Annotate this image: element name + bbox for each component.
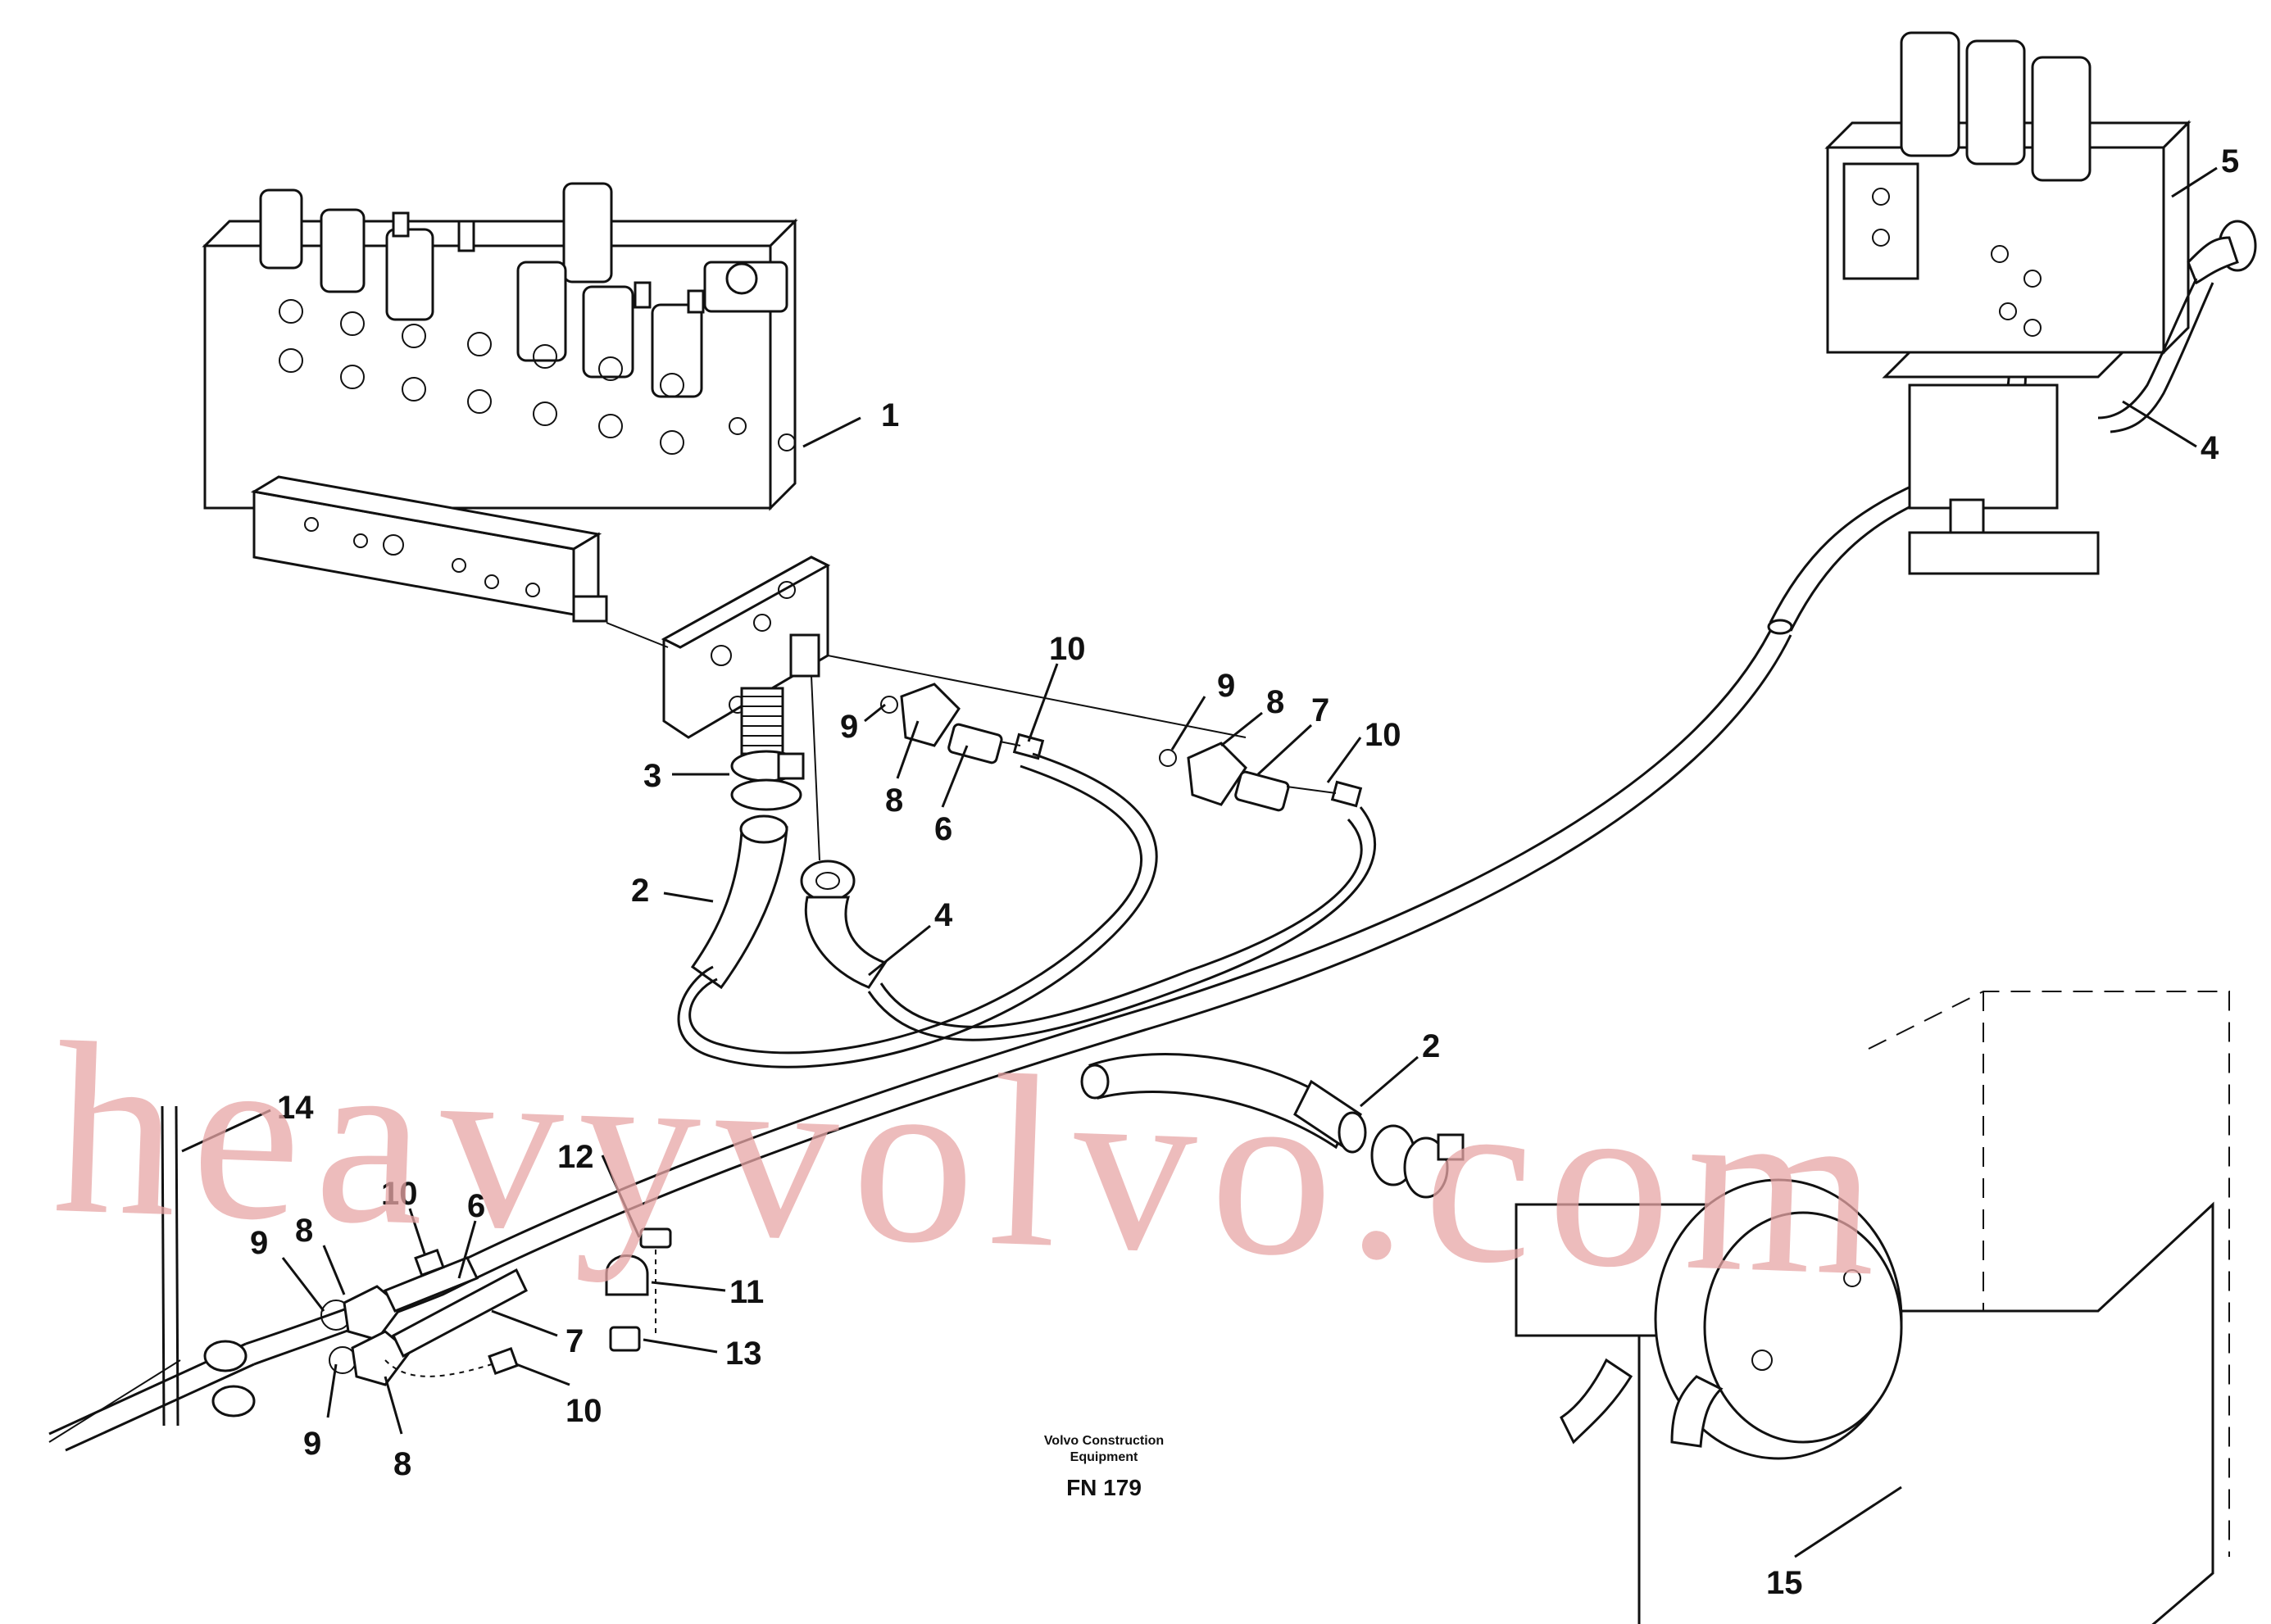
callout-label: 14	[277, 1090, 314, 1126]
callout-label: 9	[1217, 668, 1235, 704]
hose-clamp-upper	[730, 750, 805, 811]
callout-10-b: 10	[1326, 717, 1401, 783]
callout-6-lower: 6	[457, 1188, 485, 1279]
callout-13: 13	[643, 1336, 762, 1372]
callout-8-d: 8	[384, 1376, 411, 1482]
callout-9-a: 9	[840, 703, 886, 745]
suction-hose-upper	[690, 814, 788, 990]
callout-5: 5	[2171, 143, 2239, 198]
callout-10-d: 10	[516, 1363, 602, 1429]
callout-8-c: 8	[295, 1213, 346, 1295]
cab-wall	[48, 1105, 181, 1443]
clamp-bolt-assembly	[605, 1227, 672, 1352]
callout-8-b: 8	[1220, 684, 1284, 747]
callout-label: 12	[557, 1139, 594, 1175]
callout-label: 13	[725, 1336, 762, 1372]
callout-9-b: 9	[1170, 668, 1235, 751]
callout-label: 10	[1365, 717, 1401, 753]
callout-label: 10	[381, 1176, 418, 1212]
callout-label: 4	[2201, 430, 2219, 466]
elbow-fitting	[800, 860, 888, 989]
pilot-control-valve	[1824, 31, 2257, 575]
callout-12: 12	[557, 1139, 641, 1238]
callout-label: 6	[934, 811, 952, 847]
pipe-clamp-upper-right	[1159, 742, 1363, 812]
callout-label: 8	[885, 783, 903, 819]
callout-label: 2	[631, 873, 649, 909]
callout-9-c: 9	[250, 1225, 325, 1312]
callout-11: 11	[651, 1274, 764, 1310]
callout-label: 8	[295, 1213, 313, 1249]
callout-7-lower: 7	[491, 1309, 584, 1359]
callout-label: 11	[729, 1274, 764, 1310]
figure-code: FN 179	[1066, 1475, 1142, 1500]
callout-8-a: 8	[885, 720, 920, 819]
callout-label: 10	[565, 1393, 602, 1429]
hydraulic-tank	[1515, 991, 2230, 1624]
callout-label: 8	[1266, 684, 1284, 720]
callout-4-lower: 4	[868, 897, 953, 977]
callout-label: 9	[303, 1426, 321, 1462]
callout-15: 15	[1766, 1486, 1902, 1601]
callout-label: 9	[840, 709, 858, 745]
pipe-clamp-upper-left	[880, 683, 1045, 764]
callout-6-upper: 6	[934, 745, 969, 847]
pipe-clamp-lower	[203, 1248, 528, 1418]
suction-hose-lower	[1080, 1053, 1465, 1199]
callout-label: 9	[250, 1225, 268, 1261]
manufacturer-line-2: Equipment	[1070, 1450, 1138, 1464]
callout-label: 6	[467, 1188, 485, 1224]
callout-label: 4	[934, 897, 953, 933]
manufacturer-line-1: Volvo Construction	[1044, 1434, 1164, 1448]
callout-label: 5	[2221, 143, 2239, 179]
callout-label: 15	[1766, 1565, 1803, 1601]
callout-14: 14	[181, 1090, 314, 1153]
callout-label: 7	[1311, 692, 1329, 728]
callout-label: 3	[643, 758, 661, 794]
callout-1: 1	[802, 397, 899, 448]
callout-label: 8	[393, 1446, 411, 1482]
callout-10-a: 10	[1027, 631, 1086, 742]
callout-label: 1	[881, 397, 899, 433]
callout-10-c: 10	[381, 1176, 426, 1254]
callout-9-d: 9	[303, 1363, 338, 1462]
callout-label: 7	[565, 1323, 584, 1359]
callout-7-upper: 7	[1256, 692, 1329, 776]
callout-3: 3	[643, 758, 729, 794]
main-control-valve	[202, 182, 1247, 861]
callout-2-lower: 2	[1360, 1028, 1440, 1108]
callout-label: 10	[1049, 631, 1086, 667]
callout-label: 2	[1422, 1028, 1440, 1064]
callout-2-upper: 2	[631, 873, 714, 909]
watermark: heavyvolvo.com	[50, 991, 1896, 1328]
callout-4-upper: 4	[2122, 400, 2219, 466]
